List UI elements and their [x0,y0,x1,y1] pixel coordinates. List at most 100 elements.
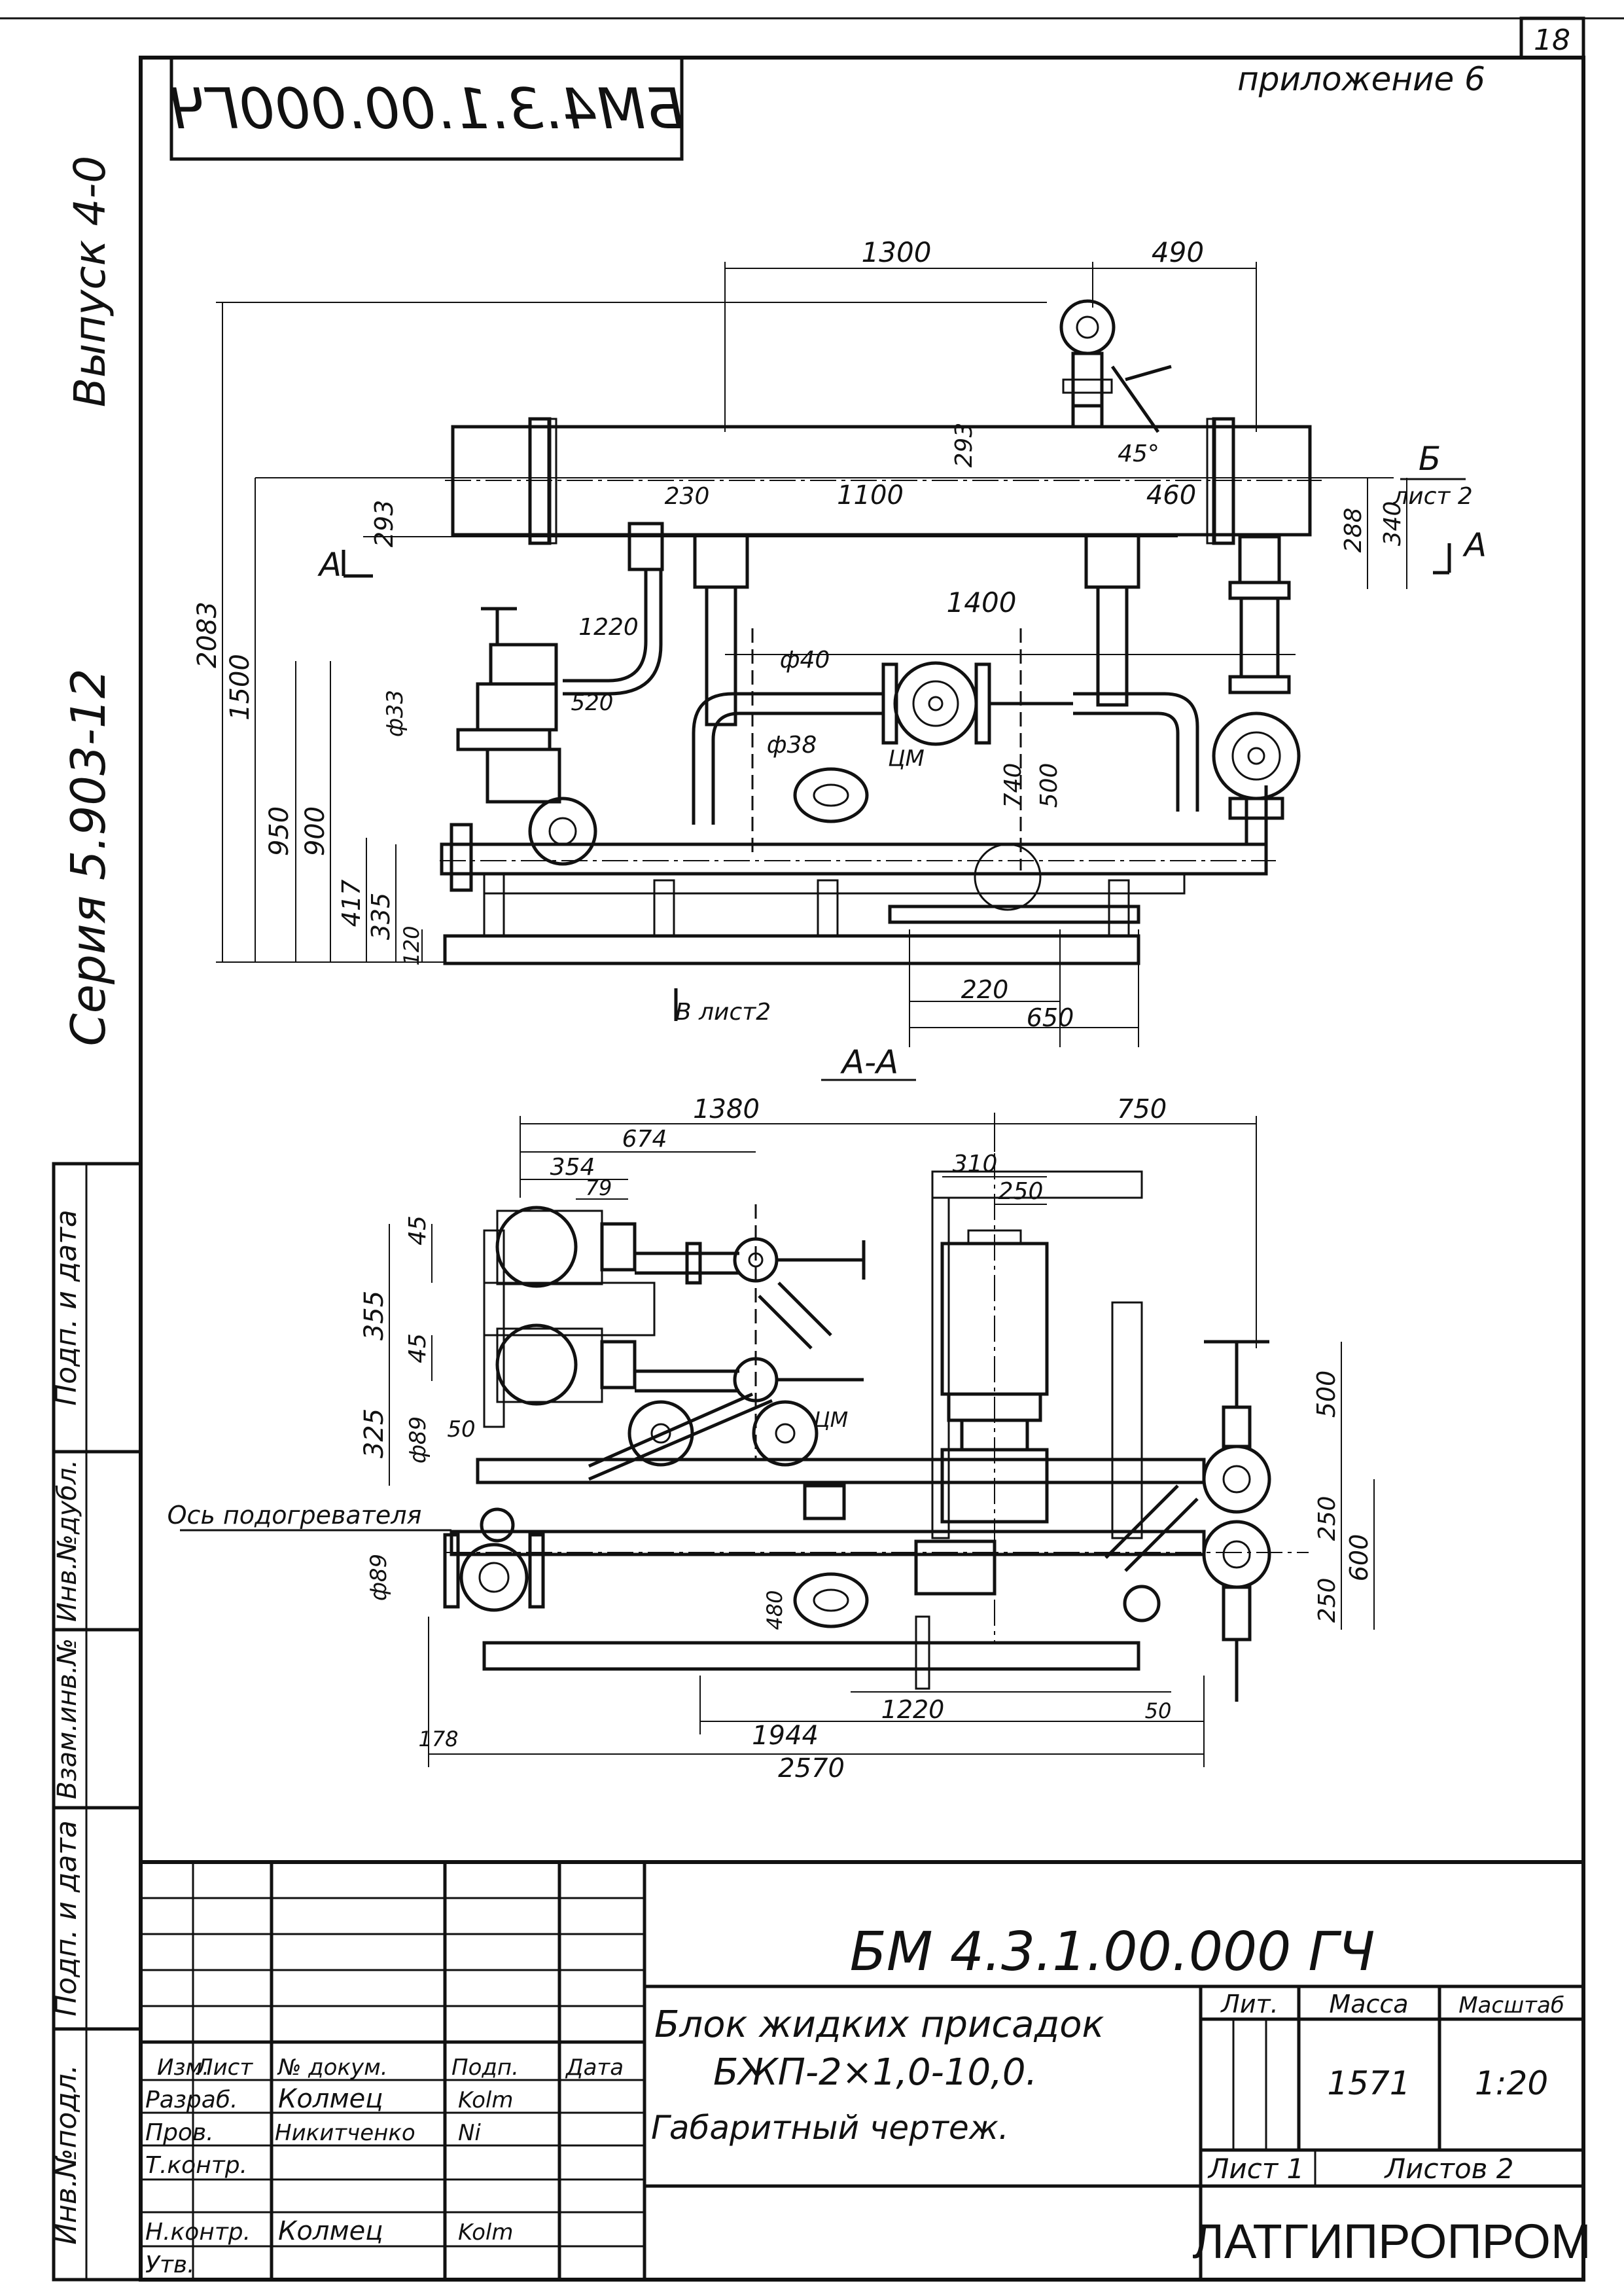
dim-460: 460 [1146,480,1196,511]
dim-f89-lower: ф89 [366,1554,392,1601]
dim-2570: 2570 [778,1753,845,1784]
margin-cell-3: Взам.инв.№ [52,1638,82,1799]
hdr-massa: Масса [1329,1990,1408,2018]
role-2: Пров. [145,2119,214,2146]
dim-230: 230 [665,483,710,510]
sign-5: Kolm [458,2219,513,2246]
hdr-lit: Лит. [1220,1990,1279,2018]
page-number-box [1519,16,1585,60]
top-code-mirrored: БМ4.3.1.00.000ГЧ [169,77,684,142]
role-6: Утв. [145,2251,195,2278]
dim-45-lower: 45 [404,1333,431,1363]
dim-325: 325 [359,1408,389,1458]
role-5: Н.контр. [145,2219,251,2246]
dim-1380: 1380 [693,1094,760,1124]
dim-500-section: 500 [1312,1371,1341,1418]
hdr-doc: № докум. [277,2054,388,2081]
sheets-label: Листов 2 [1384,2153,1514,2185]
base-frame [443,934,1140,965]
dim-490: 490 [1152,236,1204,268]
label-cm-section: ЦМ [814,1407,848,1432]
dim-f33: ф33 [382,690,408,737]
appendix-label: приложение 6 [1237,60,1485,98]
axis-label: Ось подогревателя [168,1501,422,1530]
label-cm-top: ЦМ [888,745,925,772]
dim-520: 520 [571,690,614,716]
name-1: Колмец [278,2084,383,2114]
dim-250-mid: 250 [1314,1496,1341,1541]
series-label: Серия 5.903-12 [61,669,116,1047]
top-view-dimensions: 1300 490 293 45° 230 1100 460 293 288 34… [192,236,1487,1047]
view-b-ref: В лист2 [675,999,771,1026]
dim-2083: 2083 [192,601,222,668]
section-manifold-upper [476,1458,1206,1484]
cut-a-right: А [1462,526,1487,564]
mass-value: 1571 [1327,2064,1410,2102]
dim-f89-upper: ф89 [405,1416,431,1463]
dim-293-left: 293 [370,500,398,548]
section-view [443,1113,1309,1702]
dim-1400: 1400 [947,586,1017,619]
dim-250-top: 250 [998,1178,1044,1205]
dim-45-deg: 45° [1118,440,1159,467]
dim-f38: ф38 [767,732,817,759]
dim-500-top: 500 [1036,763,1063,808]
scale-value: 1:20 [1475,2064,1548,2102]
dim-340: 340 [1379,501,1406,547]
margin-cell-5: Инв.№подл. [50,2064,83,2245]
dim-1100: 1100 [837,480,904,511]
dim-650: 650 [1027,1003,1074,1032]
hdr-data: Дата [565,2054,624,2081]
dim-740: 740 [1000,763,1027,808]
hdr-podp: Подп. [451,2054,519,2081]
document-code: БМ 4.3.1.00.000 ГЧ [850,1921,1375,1983]
margin-cell-1: Подп. и дата [50,1210,83,1406]
dim-480: 480 [762,1590,787,1630]
sheet-label: Лист 1 [1207,2153,1305,2185]
dim-335: 335 [366,893,395,941]
dim-354: 354 [550,1154,595,1181]
dim-178: 178 [418,1727,458,1751]
dim-417: 417 [337,880,366,927]
title-block: Изм. Лист № докум. Подп. Дата Разраб. Ко… [139,1860,1591,2282]
name-5: Колмец [278,2216,383,2246]
main-manifold [440,842,1268,876]
sign-1: Kolm [458,2087,513,2113]
dim-293-top: 293 [951,423,978,468]
margin-cell-4: Подп. и дата [50,1820,83,2017]
organization: ЛАТГИПРОПРОМ [1192,2214,1591,2269]
dim-1300: 1300 [862,236,932,268]
section-title: А-А [840,1043,898,1081]
title-line-1: Блок жидких присадок [654,2003,1104,2046]
section-sheet-ref: лист 2 [1392,483,1473,510]
dim-220: 220 [961,975,1009,1004]
section-base [482,1641,1140,1671]
dim-900: 900 [300,806,330,856]
dim-50-left: 50 [447,1416,475,1443]
dim-45-upper: 45 [404,1215,431,1246]
name-2: Никитченко [275,2120,415,2146]
dim-1220-section: 1220 [881,1695,945,1724]
cut-a-left: А [317,546,342,584]
role-1: Разраб. [145,2087,238,2113]
dim-50-right: 50 [1145,1698,1172,1723]
hdr-masshtab: Масштаб [1458,1992,1564,2018]
role-3: Т.контр. [145,2152,247,2179]
page-number: 18 [1534,24,1570,57]
dim-f40: ф40 [780,647,830,673]
dim-950: 950 [264,806,294,856]
section-dimensions: 1380 750 674 354 79 310 250 45 355 45 32… [168,1094,1375,1784]
title-line-2: БЖП-2×1,0-10,0. [713,2051,1037,2094]
dim-1944: 1944 [752,1721,819,1751]
section-mark-b: Б [1419,440,1441,478]
dim-1220-top: 1220 [578,614,639,641]
dim-250-low: 250 [1314,1578,1341,1623]
dim-674: 674 [622,1126,667,1153]
hdr-izm: Изм. [157,2054,209,2081]
hdr-list: Лист [195,2054,253,2081]
dim-750: 750 [1117,1094,1167,1124]
margin-cell-2: Инв.№дубл. [52,1460,82,1622]
section-manifold-lower [450,1530,1206,1556]
dim-600: 600 [1345,1534,1373,1582]
